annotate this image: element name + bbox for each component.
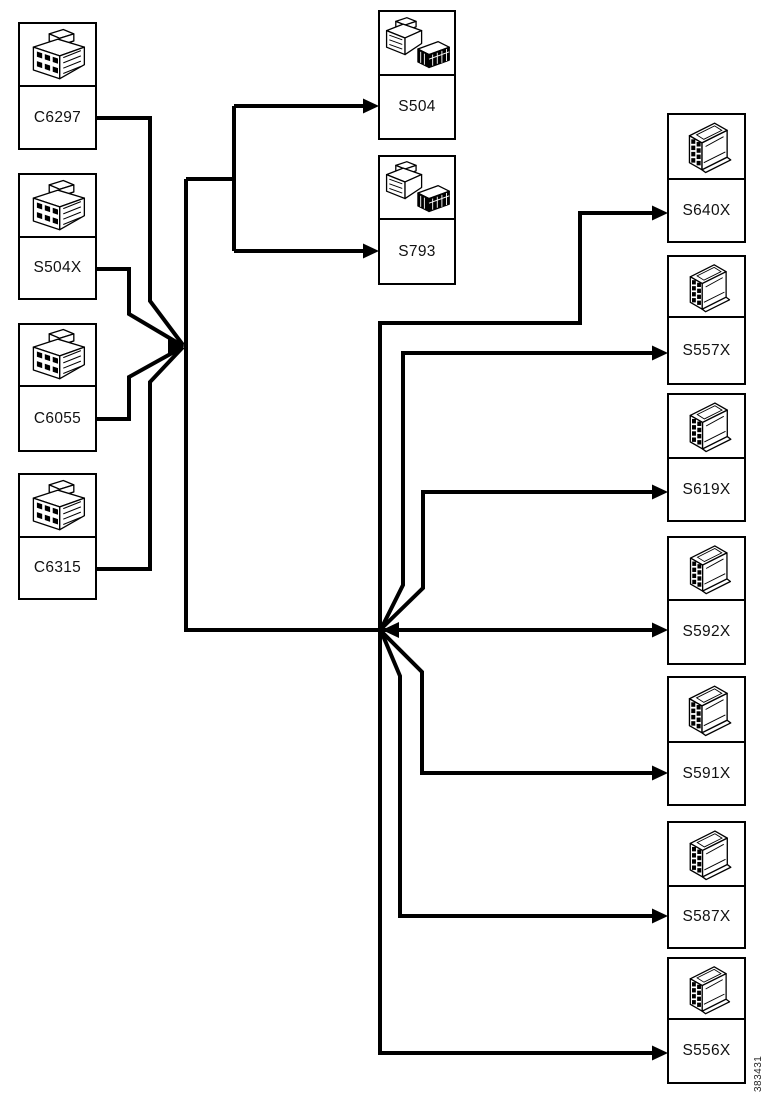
node-s793: S793 (378, 155, 456, 285)
arrowhead-s619x (652, 484, 668, 500)
connector-pair-icon (380, 157, 454, 220)
arrowhead-s793 (363, 243, 379, 259)
node-label: C6315 (33, 559, 82, 576)
relay-socket-icon (669, 823, 744, 887)
node-label: S587X (682, 908, 731, 925)
wire-s504x-to-junction (97, 267, 185, 348)
wire-to-s591x (379, 629, 660, 775)
left-junction-arrowhead (168, 338, 185, 354)
arrowhead-s504 (363, 98, 379, 114)
node-s591x: S591X (667, 676, 746, 806)
relay-socket-icon (669, 538, 744, 601)
node-c6055: C6055 (18, 323, 97, 452)
relay-socket-icon (669, 678, 744, 743)
wire-to-s557x (379, 351, 660, 630)
wire-to-s556x (378, 630, 660, 1055)
relay-socket-icon (669, 115, 744, 180)
node-label: S640X (682, 201, 731, 219)
node-label: S504 (398, 98, 436, 115)
node-label: S793 (398, 242, 436, 260)
arrowhead-s556x (652, 1045, 668, 1061)
arrowhead-s587x (652, 908, 668, 924)
arrowhead-s557x (652, 345, 668, 361)
node-s640x: S640X (667, 113, 746, 243)
right-junction-arrowhead (382, 622, 399, 638)
relay-socket-icon (669, 959, 744, 1020)
wire-c6315-to-junction (97, 345, 185, 571)
harness-connector-icon (20, 325, 95, 387)
node-s504: S504 (378, 10, 456, 140)
harness-connector-icon (20, 24, 95, 87)
wire-to-s619x (379, 490, 660, 631)
node-s619x: S619X (667, 393, 746, 522)
figure-number: 383431 (753, 1055, 764, 1092)
node-label: C6297 (33, 108, 82, 126)
node-c6315: C6315 (18, 473, 97, 600)
arrowhead-s640x (652, 205, 668, 221)
relay-socket-icon (669, 257, 744, 318)
node-label: C6055 (33, 409, 82, 427)
node-s504x: S504X (18, 173, 97, 300)
node-label: S556X (682, 1042, 731, 1059)
node-s592x: S592X (667, 536, 746, 665)
arrowhead-s591x (652, 765, 668, 781)
connector-pair-icon (380, 12, 454, 76)
harness-connector-icon (20, 175, 95, 238)
node-s587x: S587X (667, 821, 746, 949)
wire-to-s640x (378, 211, 660, 632)
wire-trunk (184, 179, 660, 632)
node-s556x: S556X (667, 957, 746, 1084)
node-s557x: S557X (667, 255, 746, 385)
node-label: S619X (682, 480, 731, 498)
node-label: S557X (682, 341, 731, 359)
node-c6297: C6297 (18, 22, 97, 150)
wire-c6055-to-junction (97, 345, 184, 421)
wire-to-s587x (379, 630, 660, 918)
relay-socket-icon (669, 395, 744, 459)
node-label: S504X (33, 259, 82, 276)
arrowhead-s592x (652, 622, 668, 638)
harness-connector-icon (20, 475, 95, 538)
node-label: S591X (682, 764, 731, 782)
wire-c6297-to-junction (97, 116, 185, 347)
node-label: S592X (682, 623, 731, 640)
